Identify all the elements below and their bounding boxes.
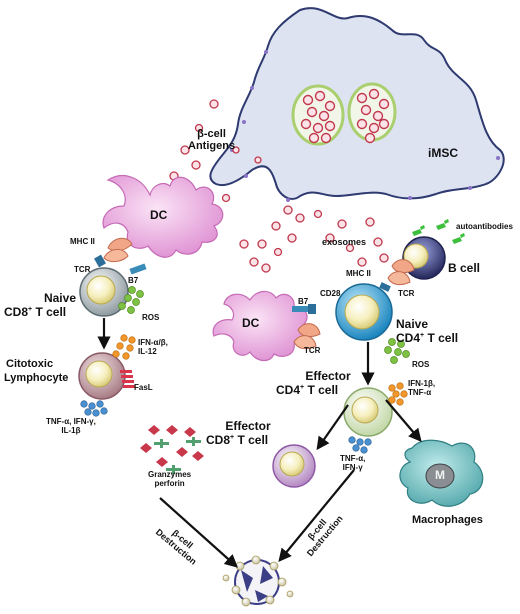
- effector-cd4-label-line2: CD4+ T cell: [276, 383, 339, 397]
- naive-cd4-sup: +: [420, 332, 425, 339]
- beta-cell-antigens-label: β-cell Antigens: [188, 128, 236, 153]
- cytokine-dots-blue-right: [348, 436, 372, 454]
- effector-cd4-t-cell: [343, 387, 393, 437]
- b7-left-label: B7: [128, 276, 139, 285]
- released-antigens: [146, 99, 389, 273]
- fasl-ligand: [120, 370, 135, 388]
- macrophages-label: Macrophages: [412, 514, 483, 526]
- ros-right-dots: [384, 338, 410, 364]
- left-mhc-tcr-complex: [94, 237, 147, 275]
- cytokine-dots-orange-left: [112, 334, 136, 360]
- naive-cd8-t-cell: [79, 267, 129, 317]
- effector-cd8-label-line1: Effector: [225, 419, 271, 433]
- naive-cd4-label-line2: CD4+ T cell: [396, 331, 459, 345]
- naive-cd8-label-line2: CD8+ T cell: [4, 305, 67, 319]
- ros-right-label: ROS: [412, 360, 430, 369]
- multivesicular-body-right: [347, 82, 397, 144]
- cytotoxic-lymphocyte-cell: [78, 352, 126, 400]
- naive-cd8-tcell-text: T cell: [32, 305, 67, 319]
- macrophage-cell: [399, 439, 484, 507]
- effector-cd4-text: CD4: [276, 383, 301, 397]
- naive-cd4-label-line1: Naive: [396, 317, 429, 331]
- b-cell-label: B cell: [448, 261, 481, 275]
- right-top-mhc-tcr-complex: [379, 259, 415, 292]
- tcr-left-label: TCR: [74, 265, 91, 274]
- exosomes-label: exosomes: [322, 237, 367, 247]
- granzymes-perforin-particles: [140, 425, 204, 474]
- imsc-label: iMSC: [428, 146, 458, 160]
- ifn-1beta-label: IFN-1β, TNF-α: [408, 379, 436, 397]
- macrophage-m-label: M: [435, 468, 445, 482]
- cytokine-dots-orange-right: [388, 382, 408, 406]
- arrow-right-destruction: [278, 469, 355, 563]
- multivesicular-body-left: [291, 84, 345, 146]
- naive-cd8-sup: +: [28, 306, 33, 313]
- mhc-ii-left-label: MHC II: [70, 237, 95, 246]
- cytotoxic-label-line1: Citotoxic: [6, 358, 54, 370]
- b7-right-label: B7: [298, 297, 309, 306]
- arrow-effector-to-cd8: [316, 404, 349, 451]
- tcr-right-top-label: TCR: [398, 289, 415, 298]
- ros-left-label: ROS: [142, 313, 160, 322]
- dendritic-cell-left: [102, 175, 224, 258]
- naive-cd4-text: CD4: [396, 331, 421, 345]
- tnf-right-label: TNF-α, IFN-γ: [340, 454, 366, 472]
- effector-cd8-t-cell: [272, 444, 316, 488]
- dendritic-cell-right: [212, 290, 308, 362]
- naive-cd8-label-line1: Naive: [43, 291, 76, 305]
- b-cell: [402, 236, 446, 280]
- naive-cd8-text: CD8: [4, 305, 29, 319]
- granzymes-perforin-label: Granzymes perforin: [148, 470, 192, 488]
- arrow-left-destruction: [159, 497, 238, 568]
- fasl-label: FasL: [134, 383, 153, 392]
- naive-cd4-t-cell: [335, 283, 393, 341]
- tcr-right-bottom-label: TCR: [304, 346, 321, 355]
- effector-cd4-tcell-text: T cell: [304, 383, 339, 397]
- islet-beta-cell-target: [222, 555, 294, 607]
- naive-cd4-tcell-text: T cell: [424, 331, 459, 345]
- cytokine-dots-blue-left: [80, 400, 108, 417]
- effector-cd4-sup: +: [300, 384, 305, 391]
- ros-left-dots: [118, 286, 144, 314]
- imsc-membrane-dots: [230, 50, 500, 202]
- cd28-label: CD28: [320, 289, 341, 298]
- autoantibody-shapes: [412, 219, 465, 244]
- pathway-arrows: [97, 318, 422, 568]
- autoantibodies-label: autoantibodies: [456, 222, 513, 231]
- arrow-effector-to-macrophage: [385, 399, 422, 443]
- effector-cd8-tcell-text: T cell: [234, 433, 269, 447]
- effector-cd8-text: CD8: [206, 433, 231, 447]
- effector-cd4-label-line1: Effector: [305, 369, 351, 383]
- cytotoxic-label-line2: Lymphocyte: [4, 372, 69, 384]
- mhc-ii-right-label: MHC II: [346, 269, 371, 278]
- ifn-alpha-beta-label: IFN-α/β, IL-12: [138, 338, 168, 356]
- effector-cd8-sup: +: [230, 434, 235, 441]
- effector-cd8-label-line2: CD8+ T cell: [206, 433, 269, 447]
- dc-right-label: DC: [242, 316, 260, 330]
- dc-left-label: DC: [150, 208, 168, 222]
- tnf-left-label: TNF-α, IFN-γ, IL-1β: [46, 417, 96, 435]
- right-costim-complex: [292, 304, 321, 350]
